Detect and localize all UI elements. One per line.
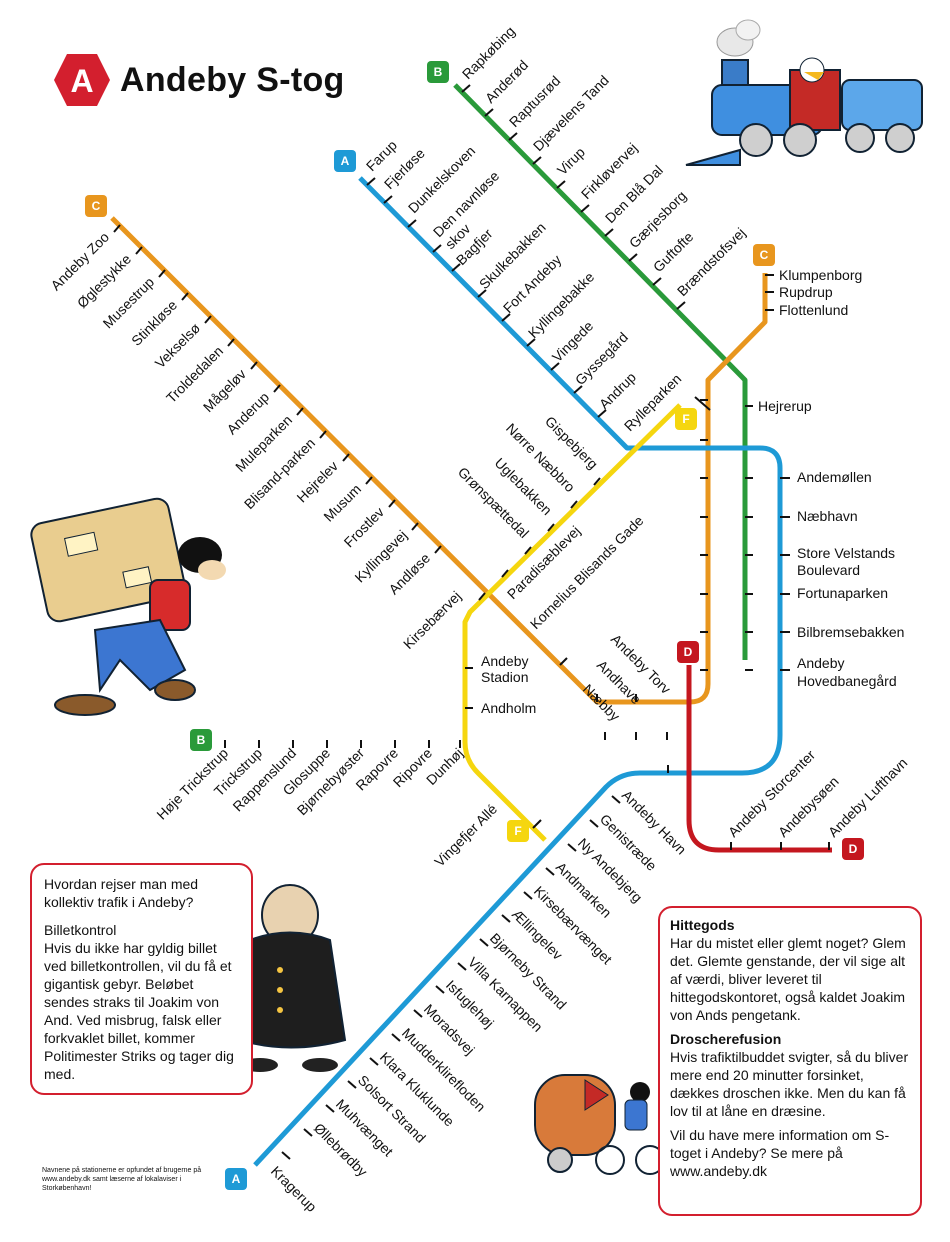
line-d-labels: Andeby Storcenter Andebysøen Andeby Luft… — [725, 747, 911, 841]
station-label: Frostlev — [341, 504, 388, 551]
box-text: Hvis du ikke har gyldig billet ved bille… — [44, 940, 234, 1082]
line-f-badge-bottom: F — [507, 820, 529, 842]
line-f-track — [462, 403, 682, 842]
page-header: A Andeby S-tog — [52, 52, 345, 108]
line-c-badge-left: C — [85, 195, 107, 217]
line-d-track — [686, 665, 832, 853]
line-d-badge-top: D — [677, 641, 699, 663]
box-text-droscherefusion: Hvis trafiktilbuddet svigter, så du bliv… — [670, 1049, 909, 1119]
station-label: Kragerup — [268, 1163, 320, 1215]
police-chief-illustration — [238, 884, 347, 1072]
line-b-badge-top: B — [427, 61, 449, 83]
train-illustration — [685, 19, 923, 166]
station-label: Virup — [554, 144, 588, 178]
station-label: Mudderklirefloden — [399, 1025, 489, 1115]
line-a-badge-top: A — [334, 150, 356, 172]
svg-text:B: B — [197, 733, 206, 747]
line-f-badge-top: F — [675, 408, 697, 430]
station-label: Kirsebærvej — [400, 588, 464, 652]
svg-text:C: C — [92, 199, 101, 213]
page-title: Andeby S-tog — [120, 60, 345, 99]
station-label: Hovedbanegård — [797, 673, 897, 689]
line-d-badge-right: D — [842, 838, 864, 860]
station-label: Andholm — [481, 700, 536, 716]
svg-text:A: A — [341, 154, 350, 168]
info-box-lost-and-found: Hittegods Har du mistet eller glemt noge… — [658, 906, 922, 1216]
line-a-track — [253, 176, 783, 1167]
box-text-hittegods: Har du mistet eller glemt noget? Glem de… — [670, 935, 906, 1023]
station-label: Næbhavn — [797, 508, 858, 524]
line-b-west-labels: Høje Trickstrup Trickstrup Rappenslund G… — [153, 745, 466, 823]
station-label: Musum — [320, 481, 364, 525]
station-label: Andeby — [481, 653, 528, 669]
station-label: Store Velstands — [797, 545, 895, 561]
station-label: Andrup — [596, 369, 639, 412]
station-label: Hejrerup — [758, 398, 812, 414]
station-label: Stadion — [481, 669, 528, 685]
shared-trunk-labels: Hejrerup Andemøllen Næbhavn Store Velsta… — [758, 398, 904, 689]
station-label: Vingefjer Allé — [431, 801, 500, 870]
svg-text:D: D — [684, 645, 693, 659]
station-label: Andeby — [797, 655, 844, 671]
logo-icon: A — [52, 52, 112, 108]
station-ticks — [113, 84, 830, 1160]
line-c-badge-right: C — [753, 244, 775, 266]
line-b-badge-left: B — [190, 729, 212, 751]
line-f-labels: Gispebjerg Nørre Næbbro Uglebakken Grøns… — [400, 413, 601, 870]
box-subheading: Billetkontrol — [44, 922, 117, 938]
station-label: Fortunaparken — [797, 585, 888, 601]
station-label: Guftofte — [650, 228, 697, 275]
line-b-track — [453, 83, 748, 660]
line-c-track — [110, 216, 768, 705]
station-label: Rupdrup — [779, 284, 833, 300]
svg-text:A: A — [70, 63, 93, 99]
box-heading-droscherefusion: Droscherefusion — [670, 1031, 782, 1047]
svg-text:F: F — [682, 412, 689, 426]
goofy-suitcase-illustration — [30, 497, 226, 716]
credits-note: Navnene på stationerne er opfundet af br… — [42, 1167, 202, 1192]
svg-text:F: F — [514, 824, 521, 838]
box-text-more-info: Vil du have mere information om S-toget … — [670, 1127, 890, 1179]
station-label: Andeby Lufthavn — [825, 754, 911, 840]
line-c-torv-labels: Kornelius Blisands Gade Næbby Andhave An… — [527, 512, 674, 724]
line-c-north-labels: Klumpenborg Rupdrup Flottenlund — [779, 267, 862, 318]
svg-text:A: A — [232, 1172, 241, 1186]
svg-text:B: B — [434, 65, 443, 79]
station-label: Anderød — [482, 57, 531, 106]
station-label: Kirsebærvænget — [531, 883, 616, 968]
svg-text:C: C — [760, 248, 769, 262]
station-label: Andemøllen — [797, 469, 872, 485]
station-label: Klumpenborg — [779, 267, 862, 283]
line-a-badge-bottom: A — [225, 1168, 247, 1190]
station-label: Flottenlund — [779, 302, 848, 318]
station-label: Bilbremsebakken — [797, 624, 904, 640]
svg-text:D: D — [849, 842, 858, 856]
info-box-ticket-control: Hvordan rejser man med kollektiv trafik … — [30, 863, 253, 1095]
box-heading-hittegods: Hittegods — [670, 917, 735, 933]
goofy-bike-illustration — [534, 1074, 665, 1175]
box-heading: Hvordan rejser man med kollektiv trafik … — [44, 876, 199, 910]
station-label: Boulevard — [797, 562, 860, 578]
station-label: Andløse — [385, 550, 433, 598]
